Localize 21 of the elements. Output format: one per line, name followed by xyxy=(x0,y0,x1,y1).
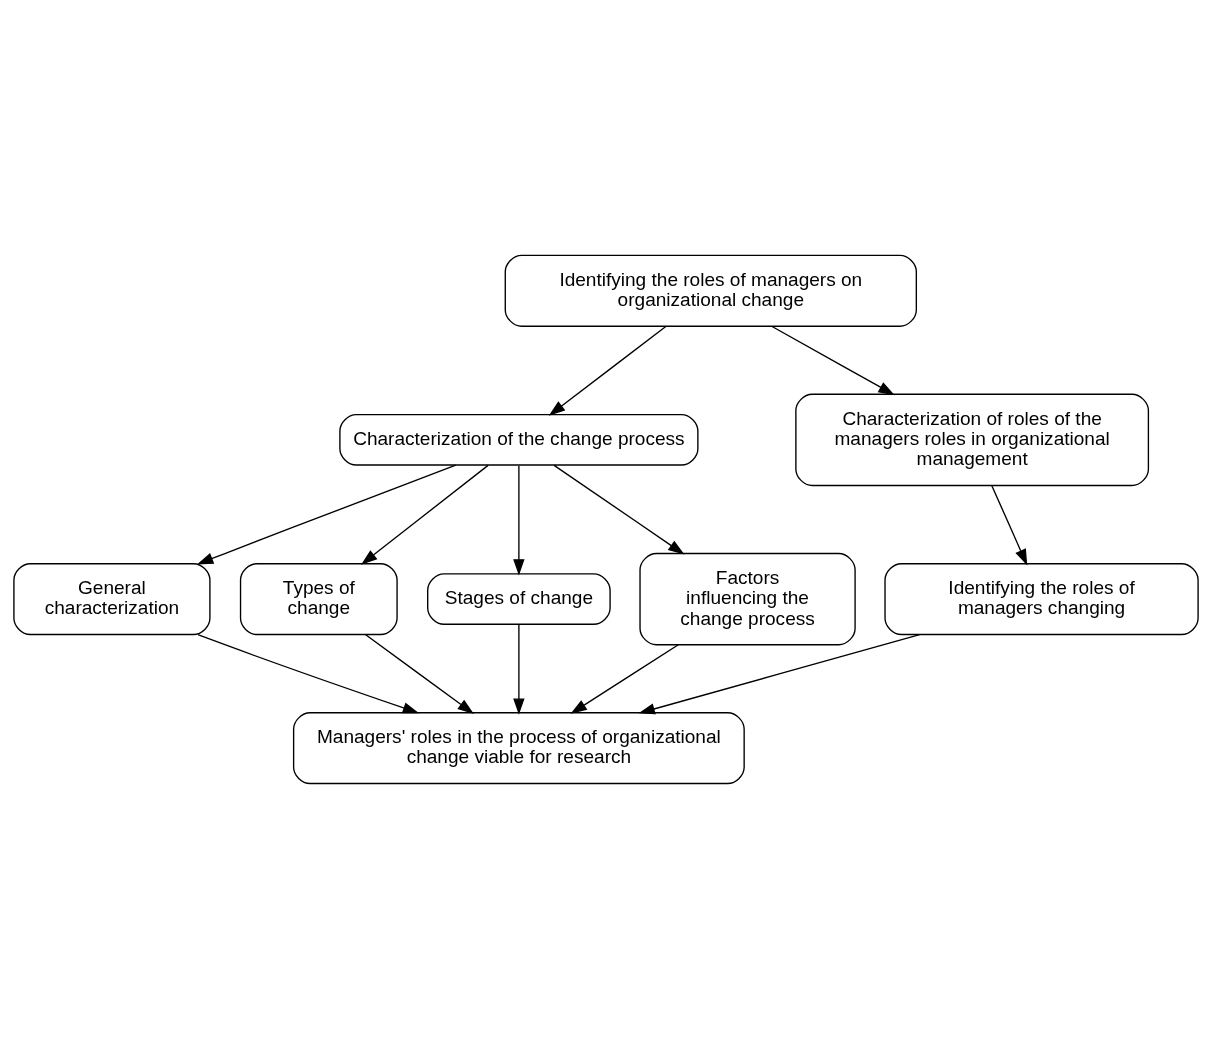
node-box: Factors influencing the change process xyxy=(639,552,856,646)
node-box: General characterization xyxy=(13,563,211,636)
node-box: Managers' roles in the process of organizational change viable for research xyxy=(292,712,745,785)
node-box: Identifying the roles of managers on organizational change xyxy=(504,254,917,327)
arrow xyxy=(365,634,474,714)
arrow xyxy=(513,623,525,715)
arrow xyxy=(513,465,525,576)
node-box: Types of change xyxy=(239,563,398,636)
node-box: Stages of change xyxy=(427,573,611,625)
arrow xyxy=(638,633,921,715)
node-box: Characterization of roles of the managers roles in organizational management xyxy=(795,393,1150,487)
node-box: Characterization of the change process xyxy=(339,414,699,466)
arrow xyxy=(771,325,895,396)
arrow xyxy=(548,325,667,416)
arrow xyxy=(197,633,420,714)
arrow xyxy=(553,464,685,555)
arrow xyxy=(196,464,457,565)
arrow xyxy=(361,464,489,565)
arrow xyxy=(991,485,1028,566)
arrow xyxy=(570,644,679,714)
node-box: Identifying the roles of managers changing xyxy=(884,563,1199,636)
